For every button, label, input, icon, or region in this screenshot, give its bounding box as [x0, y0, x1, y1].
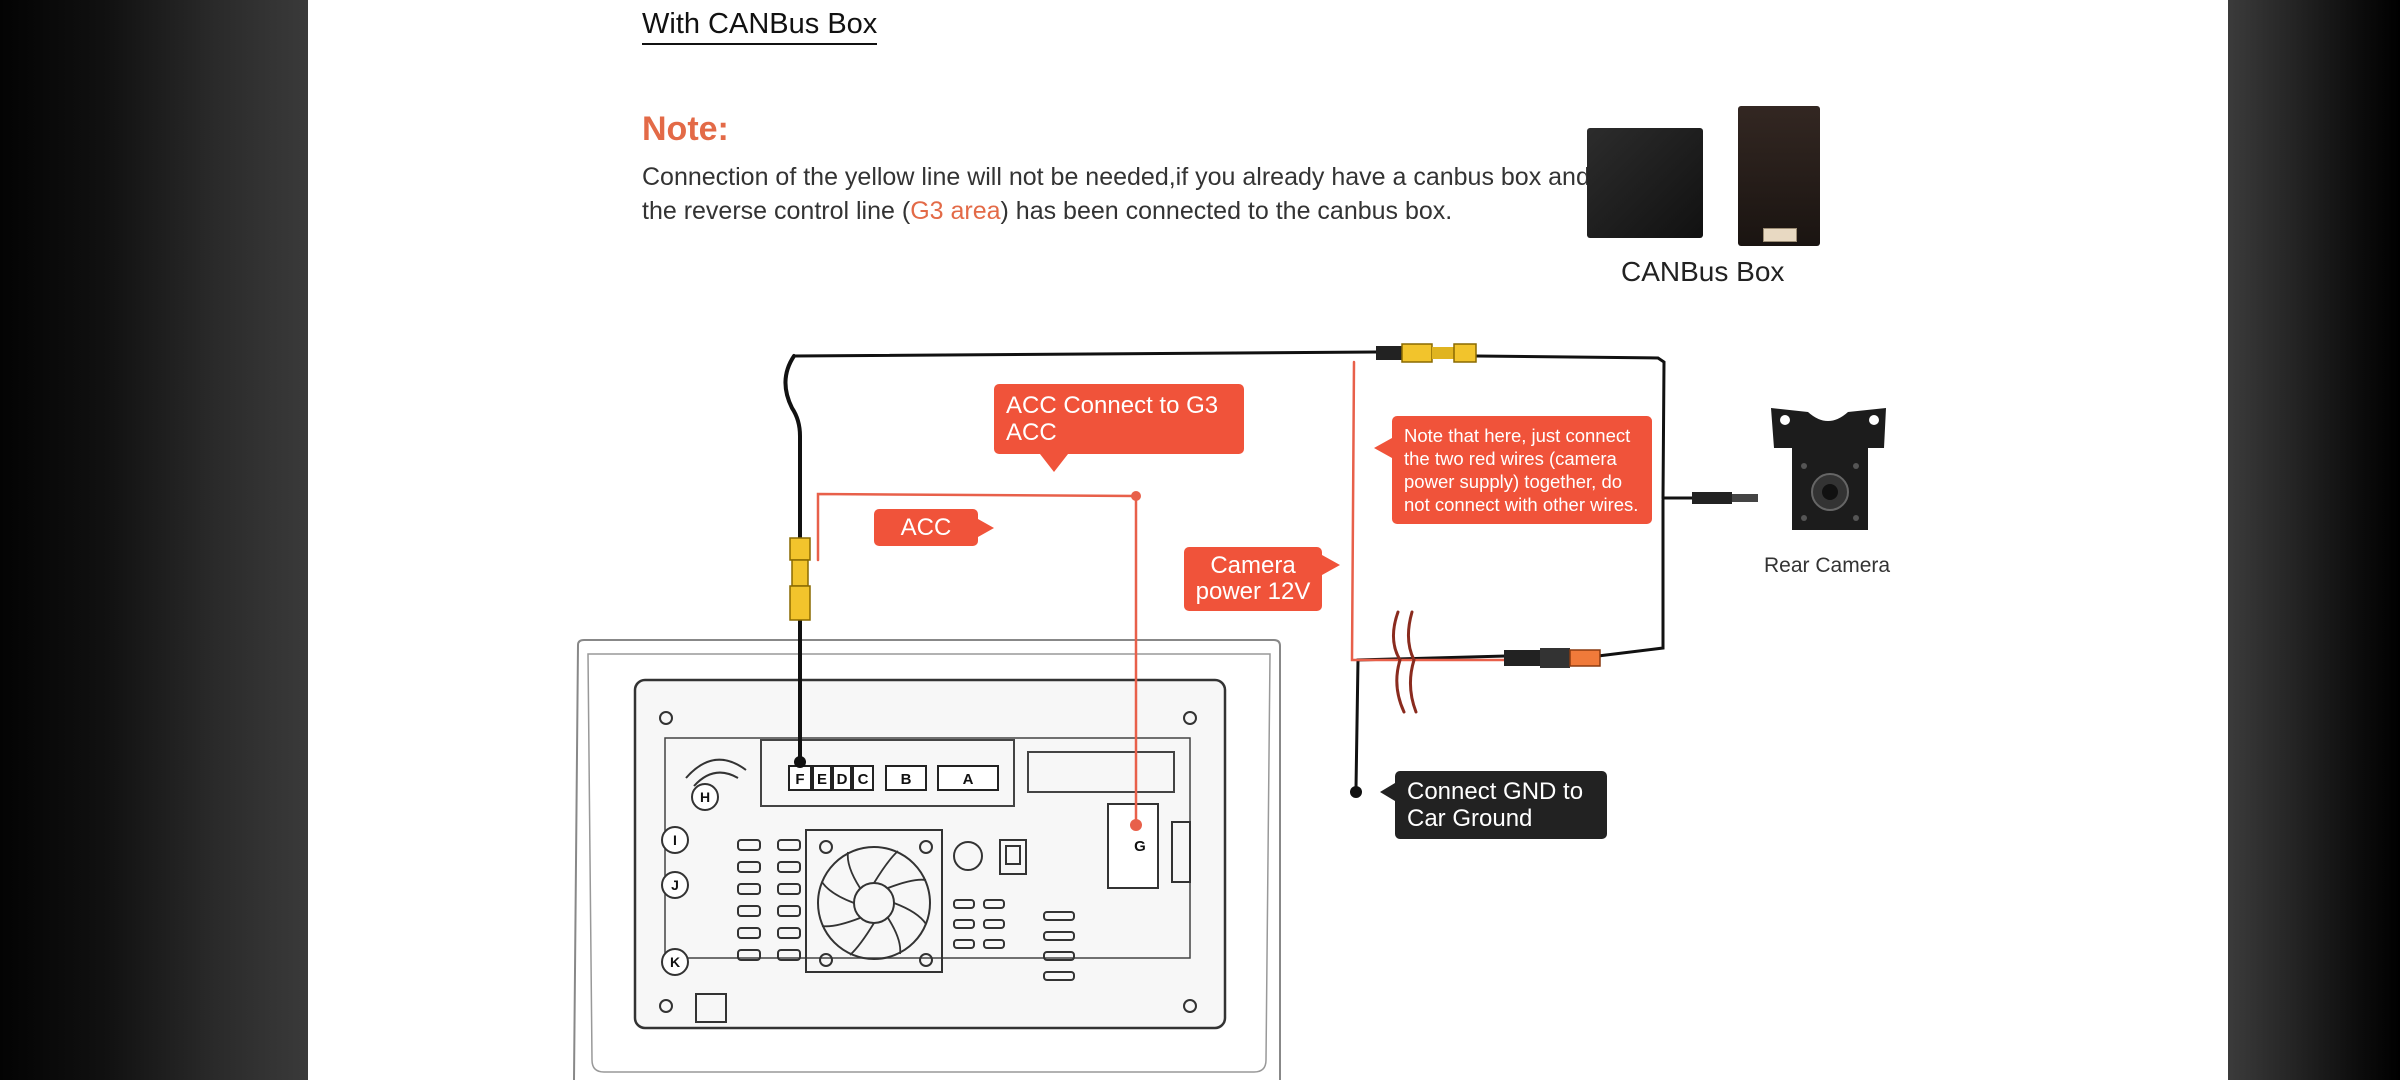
vents [685, 758, 1075, 1023]
rear-camera-label: Rear Camera [1764, 554, 1891, 577]
camera-cable-plug [1692, 492, 1758, 504]
rear-camera [1771, 408, 1886, 530]
manual-page: With CANBus Box Note: Connection of the … [308, 0, 2228, 1080]
acc-callout: ACC [874, 509, 994, 546]
photo-border-left [0, 0, 308, 1080]
pin-label-e: E [817, 771, 827, 788]
pin-label-b: B [901, 771, 912, 788]
side-buttons [661, 783, 719, 976]
orange-power-plug [1504, 648, 1601, 668]
junction-dots [794, 491, 1362, 831]
side-label-j: J [671, 877, 679, 893]
gnd-callout: Connect GND to Car Ground [1380, 771, 1607, 839]
canbus-connector [1763, 228, 1797, 242]
head-unit: F E D C B A G [573, 639, 1281, 1080]
canbus-box-photo-side [1738, 106, 1820, 246]
yellow-rca-plug-vertical [789, 537, 811, 621]
section-title: With CANBus Box [642, 8, 878, 45]
screws [659, 711, 1197, 1013]
note-highlight: G3 area [910, 197, 1001, 225]
note-text-part-1: Connection of the yellow line will not b… [642, 163, 1590, 225]
camera-power-callout: Camera power 12V [1184, 547, 1340, 611]
note-text-part-2: ) has been connected to the canbus box. [1000, 197, 1453, 225]
wiring-diagram: F E D C B A G [573, 343, 1886, 1080]
wires [783, 350, 1694, 827]
fan-blades [821, 850, 927, 956]
canbus-box-label: CANBus Box [1621, 256, 1785, 287]
red-wires-note-callout: Note that here, just connect the two red… [1374, 416, 1652, 524]
yellow-rca-plug-top [1376, 343, 1477, 363]
connector-pins [788, 765, 999, 791]
side-label-h: H [700, 789, 710, 805]
note-text: Connection of the yellow line will not b… [642, 160, 1592, 228]
acc-connect-callout: ACC Connect to G3 ACC [994, 384, 1244, 472]
pin-label-g: G [1134, 838, 1146, 855]
side-label-k: K [670, 954, 680, 970]
side-label-i: I [673, 832, 677, 848]
pin-label-d: D [837, 771, 848, 788]
pin-label-a: A [963, 771, 974, 788]
pin-label-f: F [795, 771, 804, 788]
note-title: Note: [642, 110, 729, 148]
canbus-box-photo-front [1587, 128, 1703, 238]
photo-border-right [2228, 0, 2400, 1080]
pin-label-c: C [858, 771, 869, 788]
